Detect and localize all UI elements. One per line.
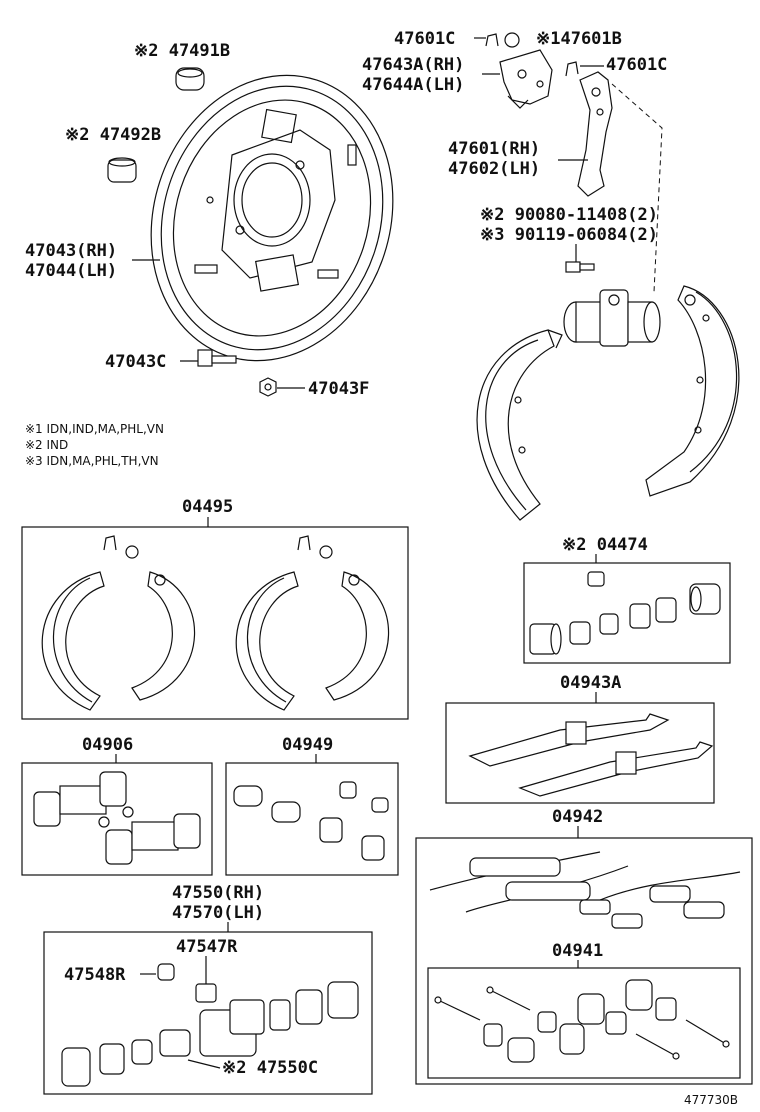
hold-down-kit-04941 bbox=[434, 979, 730, 1063]
label-47601b: ※147601B bbox=[536, 29, 622, 49]
box-04941 bbox=[427, 967, 741, 1079]
cup-kit-04474 bbox=[529, 571, 721, 655]
box-04474 bbox=[523, 562, 731, 664]
plug-47492b bbox=[107, 157, 137, 183]
footnote-3: ※3 IDN,MA,PHL,TH,VN bbox=[25, 454, 159, 468]
label-47043f: 47043F bbox=[308, 379, 369, 399]
plug-47491b bbox=[175, 67, 205, 91]
label-04474: ※2 04474 bbox=[562, 535, 648, 555]
label-04906: 04906 bbox=[82, 735, 133, 755]
backing-plate bbox=[150, 74, 394, 362]
label-04949: 04949 bbox=[282, 735, 333, 755]
label-47601-rh: 47601(RH) bbox=[448, 139, 540, 159]
wheel-cylinder-47550 bbox=[61, 963, 359, 1087]
label-47570-lh: 47570(LH) bbox=[172, 903, 264, 923]
shoe-kit-04495 bbox=[41, 535, 390, 711]
label-47550c: ※2 47550C bbox=[222, 1058, 318, 1078]
spring-kit-04942 bbox=[429, 851, 741, 929]
box-04906 bbox=[21, 762, 213, 876]
label-04942: 04942 bbox=[552, 807, 603, 827]
leader-47550c bbox=[187, 1059, 221, 1069]
diagram-id: 477730B bbox=[684, 1093, 738, 1107]
adjuster-kit-04943a bbox=[468, 713, 714, 797]
label-47601c-right: 47601C bbox=[606, 55, 667, 75]
label-47548r: 47548R bbox=[64, 965, 126, 985]
box-04942 bbox=[415, 837, 753, 1085]
label-47492b: ※2 47492B bbox=[65, 125, 161, 145]
strut-plate-47643a bbox=[499, 49, 553, 109]
label-04943a: 04943A bbox=[560, 673, 621, 693]
label-04941: 04941 bbox=[552, 941, 603, 961]
label-47547r: 47547R bbox=[176, 937, 238, 957]
label-47044-lh: 47044(LH) bbox=[25, 261, 117, 281]
clip-47601c-right bbox=[565, 61, 579, 77]
box-47550 bbox=[43, 931, 373, 1095]
brake-shoe-left bbox=[476, 329, 563, 521]
plug-kit-04949 bbox=[233, 781, 389, 861]
label-47550-rh: 47550(RH) bbox=[172, 883, 264, 903]
label-90080: ※2 90080-11408(2) bbox=[480, 205, 658, 225]
footnote-1: ※1 IDN,IND,MA,PHL,VN bbox=[25, 422, 164, 436]
label-90119: ※3 90119-06084(2) bbox=[480, 225, 658, 245]
label-47643a-rh: 47643A(RH) bbox=[362, 55, 464, 75]
label-47043-rh: 47043(RH) bbox=[25, 241, 117, 261]
box-04943a bbox=[445, 702, 715, 804]
label-04495: 04495 bbox=[182, 497, 233, 517]
label-47491b: ※2 47491B bbox=[134, 41, 230, 61]
box-04949 bbox=[225, 762, 399, 876]
label-47601c-top: 47601C bbox=[394, 29, 455, 49]
bolt-90080 bbox=[565, 261, 595, 273]
wheel-cylinder-assembly bbox=[563, 289, 661, 347]
washer-47601b bbox=[504, 32, 520, 48]
dashed-link-lever bbox=[611, 83, 663, 293]
label-47043c: 47043C bbox=[105, 352, 166, 372]
brake-shoe-right bbox=[645, 285, 740, 497]
label-47602-lh: 47602(LH) bbox=[448, 159, 540, 179]
parking-lever-47601 bbox=[577, 71, 613, 197]
bolt-47043c bbox=[197, 349, 237, 367]
label-47644a-lh: 47644A(LH) bbox=[362, 75, 464, 95]
box-04495 bbox=[21, 526, 409, 720]
footnote-2: ※2 IND bbox=[25, 438, 68, 452]
nut-47043f bbox=[259, 377, 277, 397]
cylinder-kit-04906 bbox=[33, 771, 201, 865]
clip-47601c-top bbox=[485, 33, 499, 47]
